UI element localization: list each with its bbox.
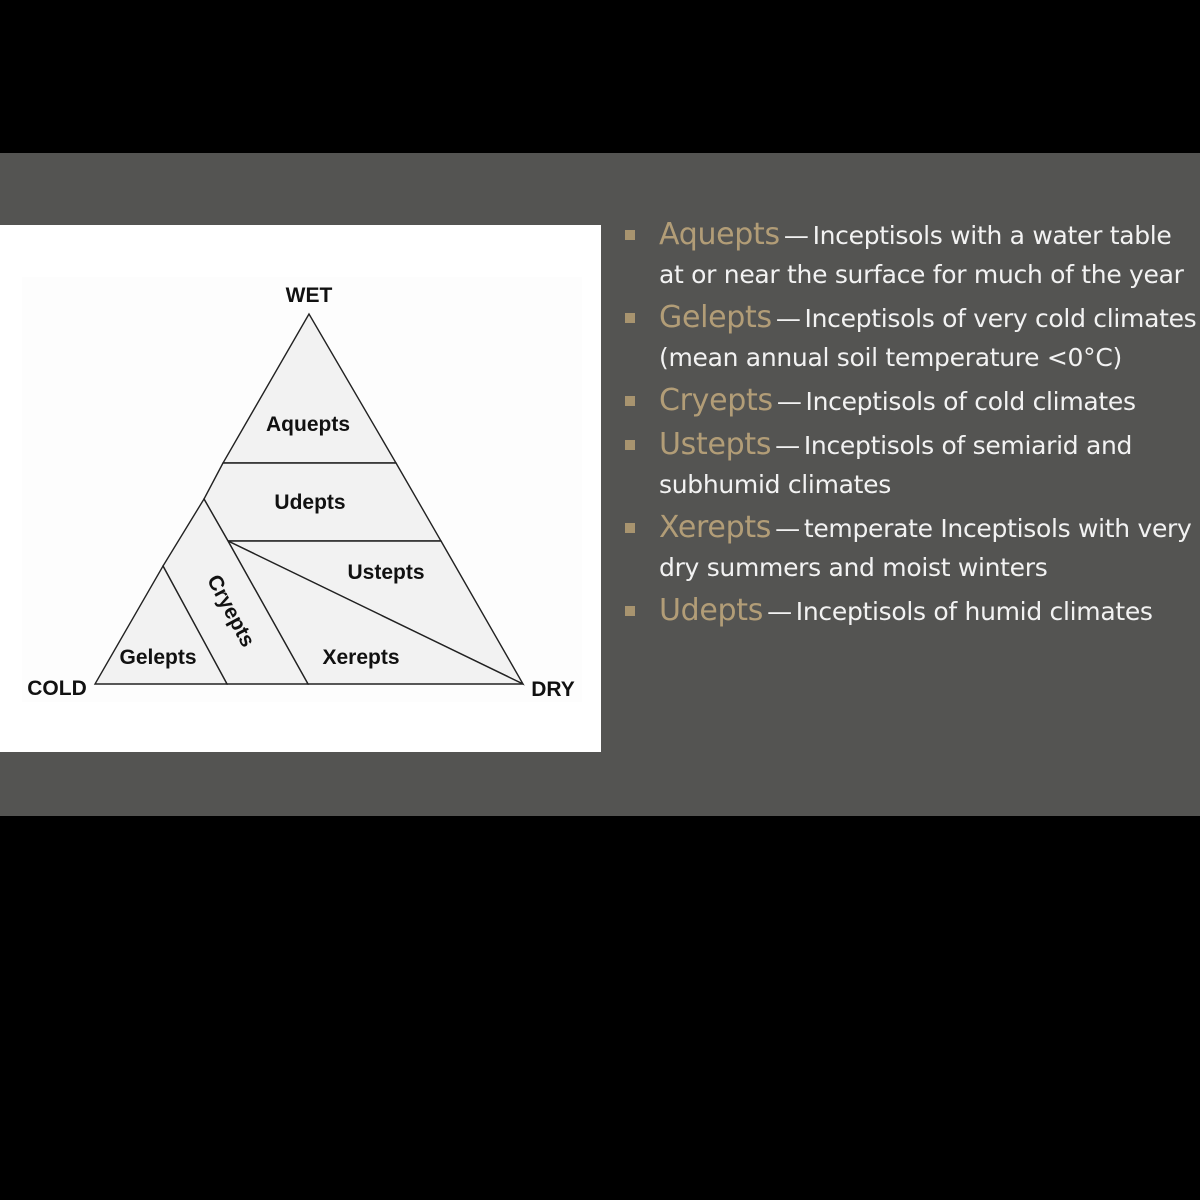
square-bullet-icon bbox=[625, 606, 635, 616]
description-aquepts: Inceptisols with a water table at or nea… bbox=[659, 221, 1184, 289]
region-label-xerepts: Xerepts bbox=[322, 646, 399, 669]
list-item-udepts: Udepts—Inceptisols of humid climates bbox=[620, 591, 1200, 631]
term-udepts: Udepts bbox=[659, 593, 764, 628]
description-gelepts: Inceptisols of very cold climates (mean … bbox=[659, 304, 1197, 372]
term-ustepts: Ustepts bbox=[659, 427, 772, 462]
square-bullet-icon bbox=[625, 313, 635, 323]
region-label-ustepts: Ustepts bbox=[347, 561, 424, 584]
term-gelepts: Gelepts bbox=[659, 300, 772, 335]
square-bullet-icon bbox=[625, 523, 635, 533]
square-bullet-icon bbox=[625, 440, 635, 450]
corner-label-cold: COLD bbox=[27, 677, 87, 700]
dash: — bbox=[767, 597, 792, 626]
dash: — bbox=[775, 304, 801, 333]
corner-label-dry: DRY bbox=[531, 678, 575, 701]
suborder-list: Aquepts—Inceptisols with a water table a… bbox=[620, 215, 1200, 635]
list-item-ustepts: Ustepts—Inceptisols of semiarid and subh… bbox=[620, 425, 1200, 504]
list-item-cryepts: Cryepts—Inceptisols of cold climates bbox=[620, 381, 1200, 421]
description-ustepts: Inceptisols of semiarid and subhumid cli… bbox=[659, 431, 1133, 499]
square-bullet-icon bbox=[625, 230, 635, 240]
dash: — bbox=[775, 431, 800, 460]
list-item-gelepts: Gelepts—Inceptisols of very cold climate… bbox=[620, 298, 1200, 377]
dash: — bbox=[776, 387, 802, 416]
term-xerepts: Xerepts bbox=[659, 510, 772, 545]
triangle-diagram: WET COLD DRY Aquepts Udepts Ustepts Crye… bbox=[22, 277, 582, 702]
region-cryepts bbox=[162, 497, 310, 685]
corner-label-wet: WET bbox=[286, 284, 333, 307]
list-item-aquepts: Aquepts—Inceptisols with a water table a… bbox=[620, 215, 1200, 294]
term-aquepts: Aquepts bbox=[659, 217, 780, 252]
description-udepts: Inceptisols of humid climates bbox=[795, 597, 1153, 626]
term-cryepts: Cryepts bbox=[659, 383, 773, 418]
square-bullet-icon bbox=[625, 396, 635, 406]
region-label-aquepts: Aquepts bbox=[266, 413, 350, 436]
region-label-gelepts: Gelepts bbox=[119, 646, 196, 669]
description-cryepts: Inceptisols of cold climates bbox=[805, 387, 1136, 416]
list-item-xerepts: Xerepts—temperate Inceptisols with very … bbox=[620, 508, 1200, 587]
soil-moisture-temperature-triangle: WET COLD DRY Aquepts Udepts Ustepts Crye… bbox=[0, 225, 601, 752]
dash: — bbox=[775, 514, 800, 543]
region-gelepts bbox=[93, 564, 229, 685]
dash: — bbox=[783, 221, 809, 250]
region-label-udepts: Udepts bbox=[274, 491, 345, 514]
description-xerepts: temperate Inceptisols with very dry summ… bbox=[659, 514, 1192, 582]
